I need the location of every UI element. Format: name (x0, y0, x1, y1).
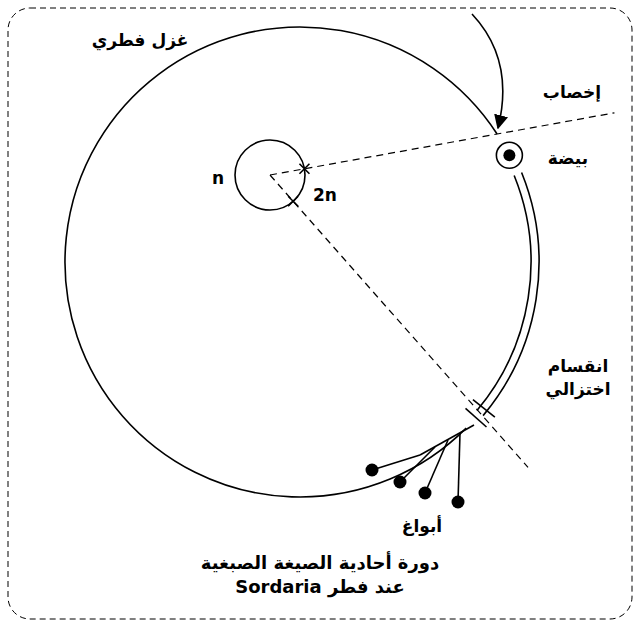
fertilization-label: إخصاب (543, 81, 601, 104)
dashed-frame (8, 8, 632, 619)
meiosis-label: انقسام اختزالي (528, 355, 628, 401)
zygote-label: بيضة (548, 147, 588, 170)
meiosis-mark (466, 408, 487, 427)
zygote-ring (496, 142, 522, 168)
phase-boundary-line (270, 113, 614, 175)
meiosis-mark (473, 400, 495, 417)
caption: دورة أحادية الصيغة الصبغية عند فطر Sorda… (193, 551, 448, 600)
cycle-drawing (65, 14, 614, 509)
fertilization-arrow (472, 14, 503, 128)
cross-mark (299, 164, 309, 174)
zygote-nucleus (503, 149, 515, 161)
phase-boundary-line (270, 175, 528, 467)
ploidy-label: 2n (313, 184, 337, 207)
spore (366, 464, 379, 477)
spore-stem (420, 425, 474, 455)
spore-branch (425, 440, 448, 493)
spore (419, 487, 432, 500)
haploid-arc (65, 27, 497, 497)
spore (394, 476, 407, 489)
spore (452, 496, 465, 509)
diploid-arc (477, 175, 531, 410)
ploidy-label: n (212, 167, 224, 190)
spore-branch (372, 455, 420, 470)
diploid-arc (483, 172, 539, 415)
spore-branch (400, 447, 435, 482)
mycelium-label: غزل فطري (92, 29, 189, 52)
spore-branch (458, 433, 460, 502)
cross-mark (288, 196, 298, 206)
spores-label: أبواغ (402, 515, 442, 538)
